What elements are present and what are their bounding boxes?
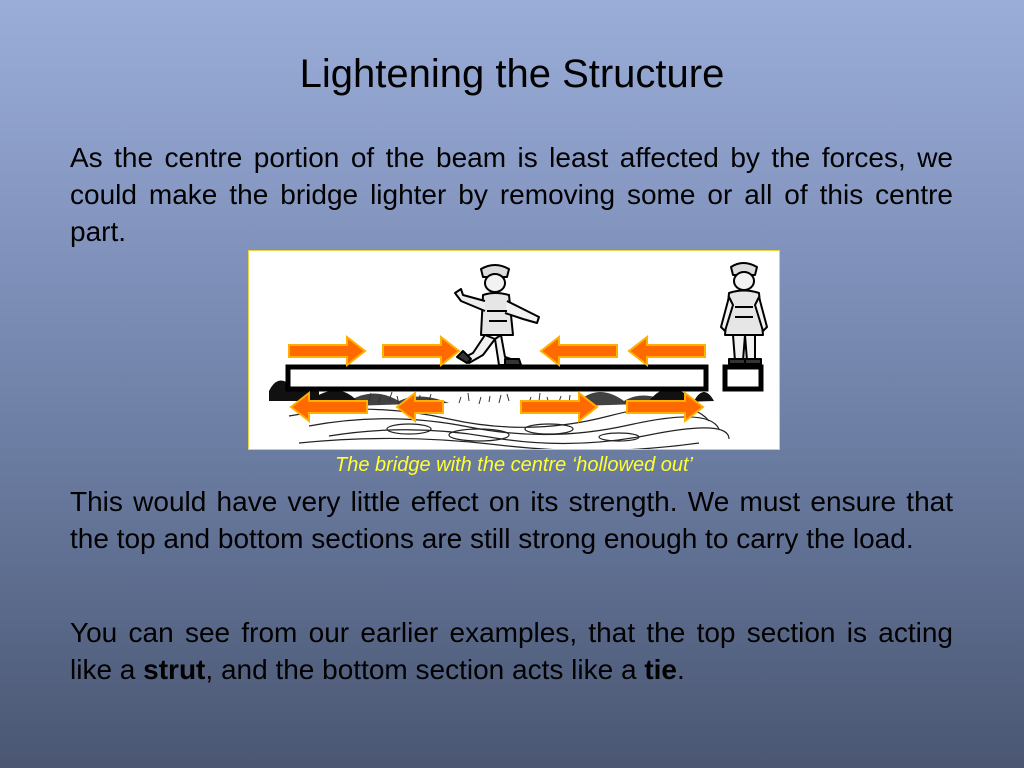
text-segment: You can see from our earlier examples, t… bbox=[70, 617, 953, 685]
arrow-left-icon bbox=[539, 334, 618, 368]
arrow-right-icon bbox=[288, 334, 367, 368]
figure-caption: The bridge with the centre ‘hollowed out… bbox=[335, 454, 693, 476]
slide-title: Lightening the Structure bbox=[299, 52, 725, 96]
paragraph-beam-centre: As the centre portion of the beam is lea… bbox=[70, 142, 953, 247]
walking-soldier-icon bbox=[454, 264, 540, 366]
top-force-arrows bbox=[288, 334, 706, 368]
term-strut: strut bbox=[143, 654, 206, 685]
term-tie: tie bbox=[644, 654, 677, 685]
text-segment: , and the bottom section acts like a bbox=[205, 654, 645, 685]
paragraph-strength: This would have very little effect on it… bbox=[70, 486, 953, 554]
text-segment: . bbox=[677, 654, 685, 685]
arrow-right-icon bbox=[520, 390, 599, 424]
bridge-support-block bbox=[722, 364, 764, 392]
standing-soldier-icon bbox=[720, 262, 768, 365]
bridge-illustration bbox=[248, 250, 780, 450]
paragraph-strut-tie: You can see from our earlier examples, t… bbox=[70, 614, 953, 688]
bridge-beam bbox=[285, 364, 709, 392]
arrow-right-icon bbox=[626, 390, 705, 424]
bottom-force-arrows bbox=[289, 390, 705, 424]
arrow-left-icon bbox=[395, 390, 444, 424]
arrow-right-icon bbox=[382, 334, 461, 368]
arrow-left-icon bbox=[289, 390, 368, 424]
arrow-left-icon bbox=[627, 334, 706, 368]
